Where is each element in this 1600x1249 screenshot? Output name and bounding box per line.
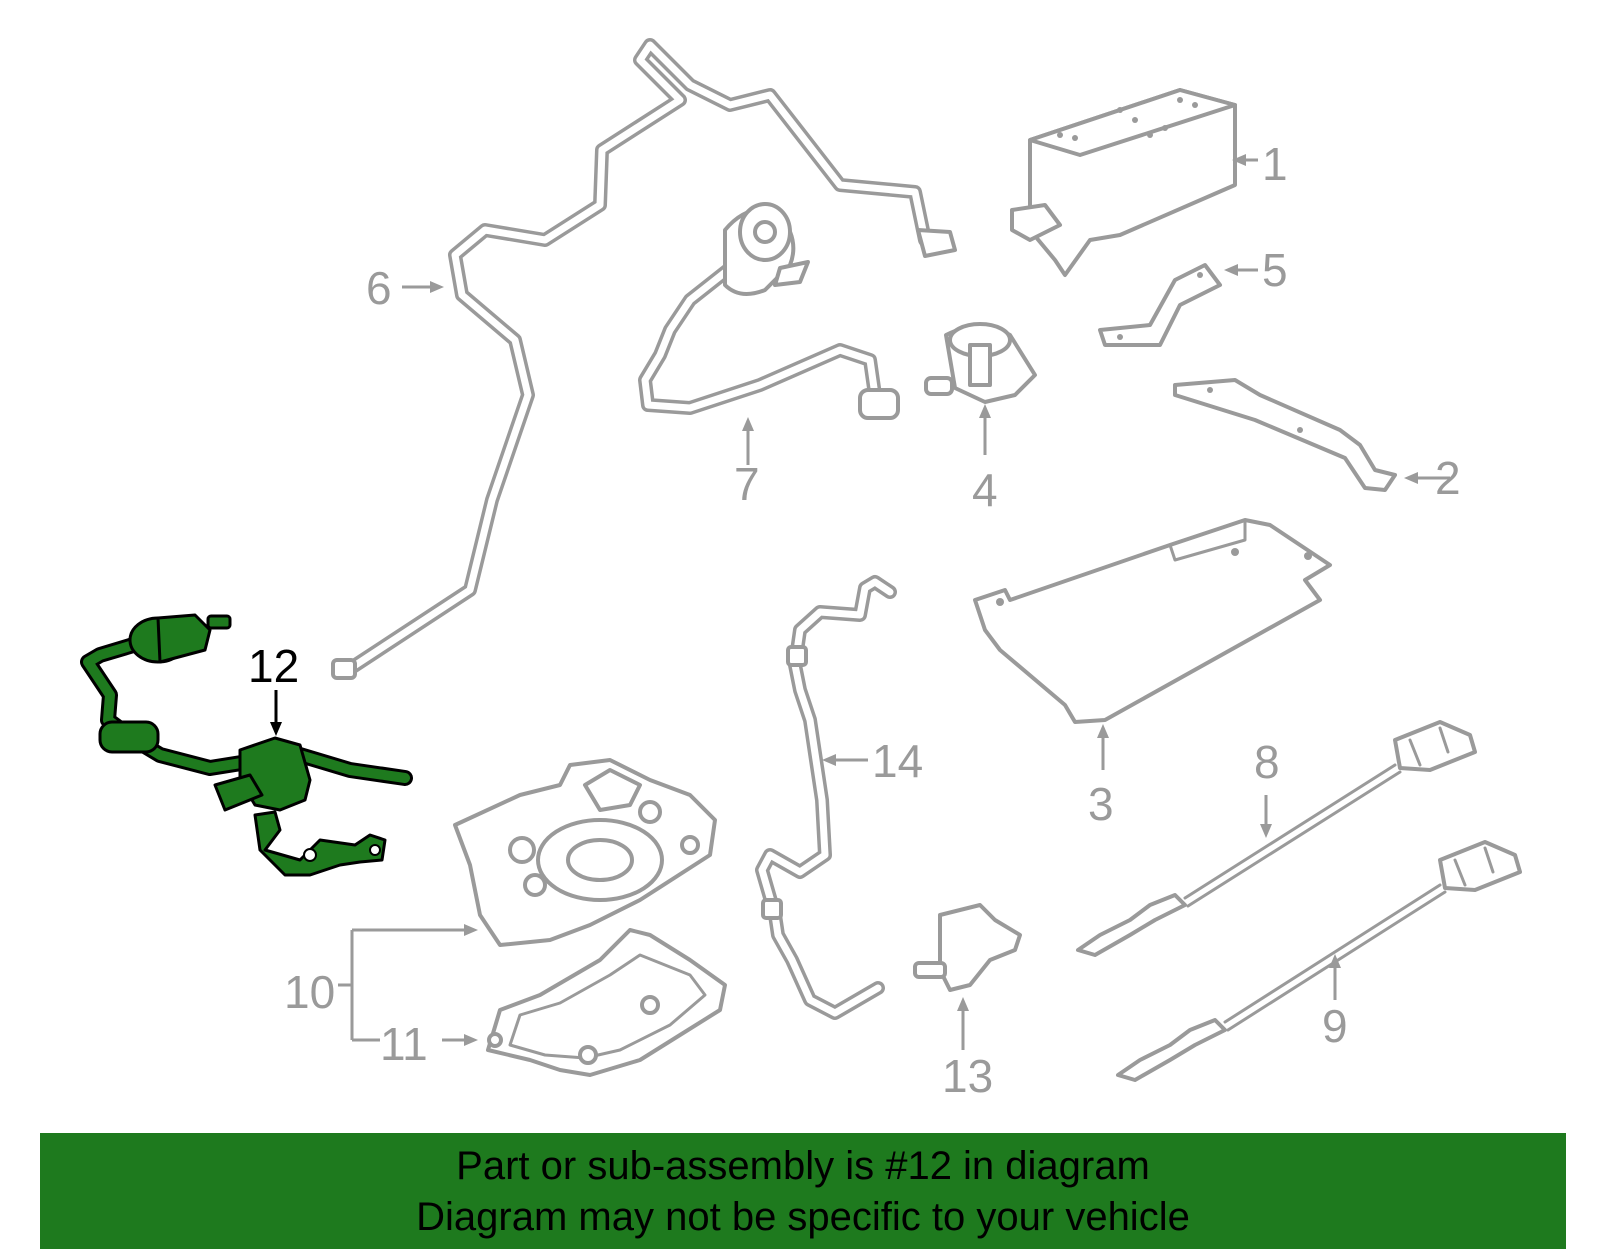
callout-3: 3 [1088, 778, 1114, 830]
part-14-line[interactable] [755, 575, 897, 1020]
callout-11: 11 [380, 1018, 428, 1070]
callout-6: 6 [366, 262, 392, 314]
part-12-valve-assembly[interactable] [80, 613, 413, 877]
callout-12: 12 [248, 640, 299, 692]
part-10-pump-housing[interactable] [453, 758, 717, 947]
callout-7: 7 [734, 458, 760, 510]
callout-5: 5 [1262, 244, 1288, 296]
callout-8: 8 [1254, 736, 1280, 788]
part-2-bracket[interactable] [1173, 378, 1450, 492]
part-7-hose-assembly[interactable] [638, 202, 900, 420]
callout-13: 13 [942, 1050, 993, 1102]
part-6-vapor-line[interactable] [331, 38, 957, 680]
part-4-valve[interactable] [924, 322, 1037, 455]
part-13-solenoid[interactable] [913, 903, 1022, 1050]
part-1-canister[interactable] [1010, 88, 1258, 277]
callout-9: 9 [1322, 1000, 1348, 1052]
bracket-10-11-leader [338, 924, 478, 1046]
banner-line-1: Part or sub-assembly is #12 in diagram [456, 1144, 1150, 1188]
callout-14: 14 [872, 735, 923, 787]
banner-line-2: Diagram may not be specific to your vehi… [416, 1195, 1190, 1239]
callout-1: 1 [1262, 138, 1288, 190]
callout-10: 10 [284, 966, 335, 1018]
callout-4: 4 [972, 464, 998, 516]
part-9-sensor[interactable] [1116, 840, 1522, 1082]
part-11-gasket[interactable] [486, 928, 727, 1077]
part-5-bracket[interactable] [1098, 263, 1258, 347]
callout-2: 2 [1435, 452, 1461, 504]
part-3-shield[interactable] [973, 518, 1332, 770]
info-banner: Part or sub-assembly is #12 in diagram D… [40, 1133, 1566, 1249]
part-8-sensor[interactable] [1076, 720, 1477, 957]
